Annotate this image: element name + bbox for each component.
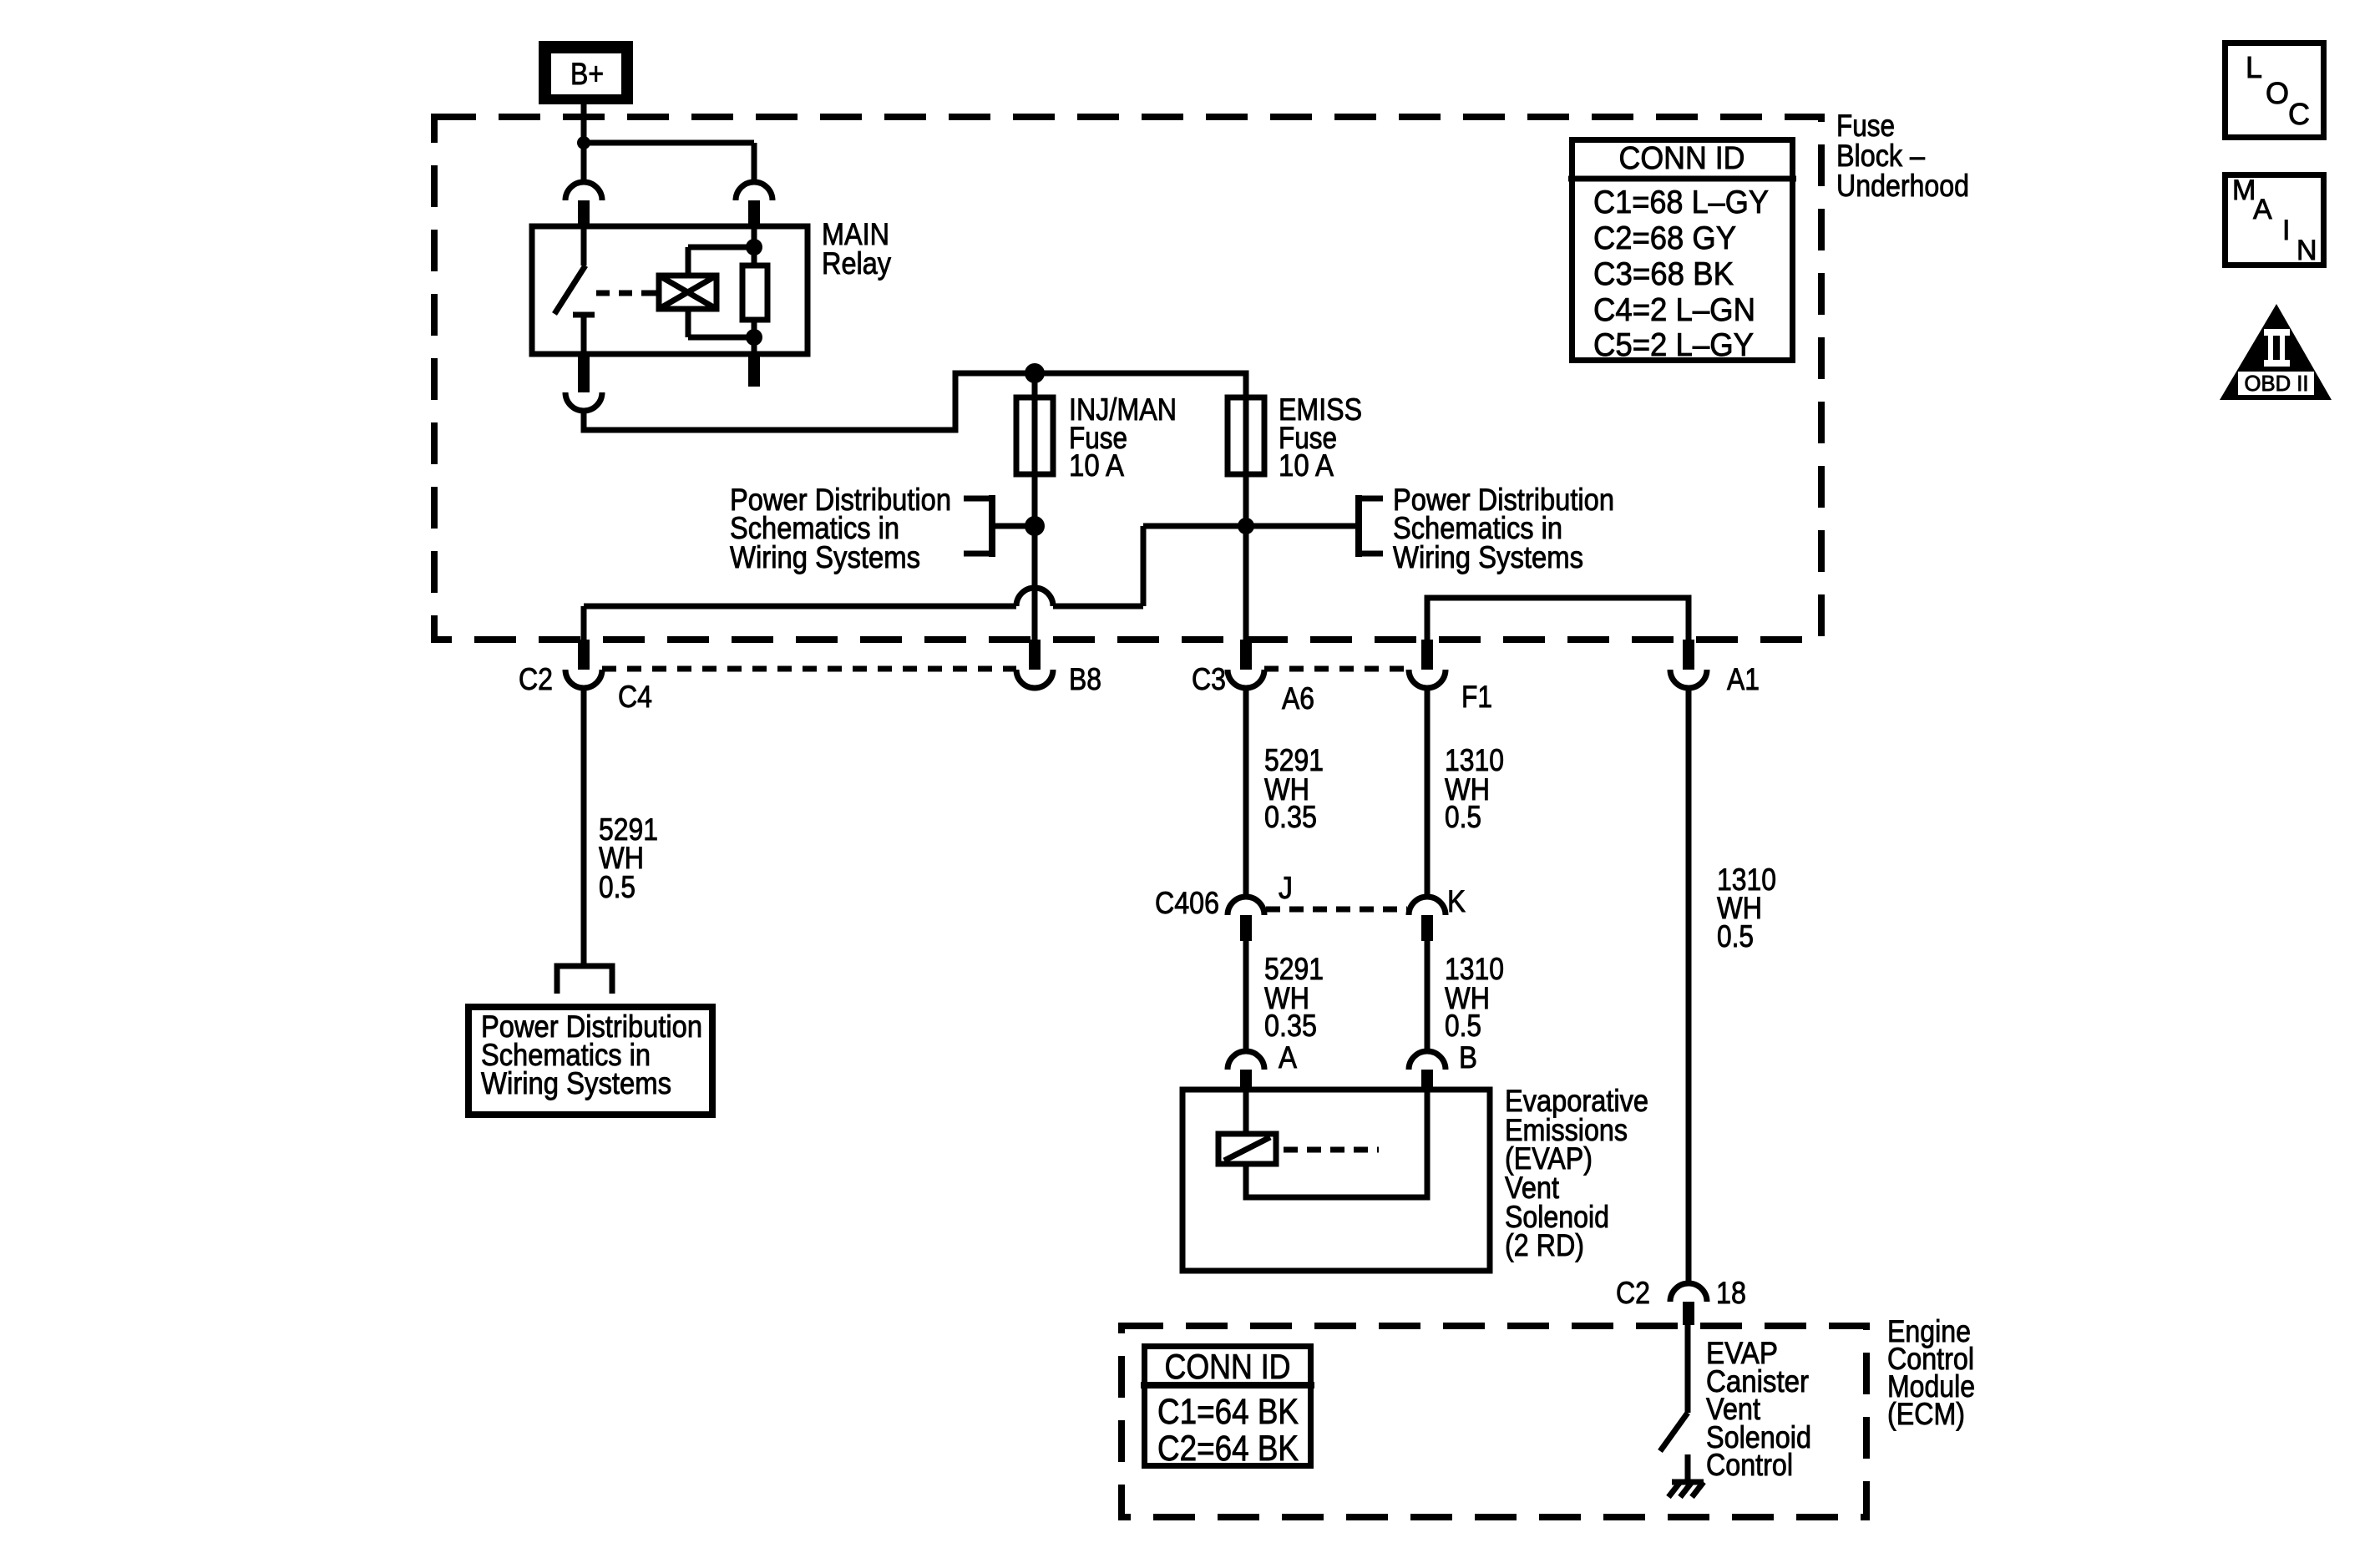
svg-text:WH: WH	[1445, 772, 1490, 807]
svg-text:Fuse: Fuse	[1279, 421, 1337, 455]
svg-text:Power Distribution: Power Distribution	[481, 1009, 702, 1044]
svg-text:Solenoid: Solenoid	[1505, 1200, 1609, 1234]
svg-text:C2: C2	[519, 662, 553, 696]
svg-text:C1=68 L–GY: C1=68 L–GY	[1593, 185, 1769, 220]
svg-text:C4=2 L–GN: C4=2 L–GN	[1593, 292, 1755, 328]
svg-text:B8: B8	[1069, 662, 1101, 696]
svg-text:Control: Control	[1706, 1448, 1793, 1482]
svg-text:Power Distribution: Power Distribution	[1393, 483, 1614, 517]
svg-text:C1=64 BK: C1=64 BK	[1157, 1392, 1299, 1432]
svg-text:18: 18	[1716, 1276, 1746, 1310]
svg-text:Vent: Vent	[1706, 1392, 1761, 1426]
svg-text:10 A: 10 A	[1069, 448, 1124, 483]
svg-text:1310: 1310	[1445, 952, 1504, 986]
svg-text:A: A	[2253, 194, 2272, 225]
svg-text:(EVAP): (EVAP)	[1505, 1141, 1593, 1176]
svg-text:EVAP: EVAP	[1706, 1336, 1778, 1370]
svg-text:(2 RD): (2 RD)	[1505, 1228, 1584, 1262]
svg-text:WH: WH	[1264, 772, 1309, 807]
svg-text:0.5: 0.5	[1717, 919, 1754, 954]
svg-text:Relay: Relay	[822, 246, 891, 281]
svg-text:Control: Control	[1887, 1342, 1974, 1376]
svg-text:Power Distribution: Power Distribution	[730, 483, 951, 517]
svg-text:A: A	[1279, 1040, 1297, 1075]
svg-text:M: M	[2232, 175, 2256, 206]
svg-text:Wiring Systems: Wiring Systems	[481, 1066, 671, 1100]
svg-text:Vent: Vent	[1505, 1171, 1560, 1205]
svg-text:B+: B+	[570, 57, 604, 91]
svg-text:N: N	[2296, 235, 2317, 266]
svg-text:INJ/MAN: INJ/MAN	[1069, 392, 1177, 427]
svg-text:F1: F1	[1461, 680, 1492, 714]
svg-text:Schematics in: Schematics in	[730, 511, 899, 545]
svg-text:0.35: 0.35	[1264, 1009, 1317, 1043]
svg-text:CONN ID: CONN ID	[1619, 141, 1745, 176]
svg-text:C4: C4	[618, 680, 652, 714]
svg-text:C406: C406	[1155, 886, 1219, 920]
svg-text:WH: WH	[1264, 981, 1309, 1015]
svg-text:J: J	[1279, 871, 1293, 905]
svg-text:A1: A1	[1727, 662, 1760, 696]
svg-text:CONN ID: CONN ID	[1165, 1347, 1291, 1386]
svg-text:Schematics in: Schematics in	[481, 1038, 651, 1072]
svg-text:MAIN: MAIN	[822, 217, 889, 251]
svg-text:0.5: 0.5	[1445, 1009, 1481, 1043]
svg-text:0.5: 0.5	[599, 870, 636, 904]
svg-text:Block –: Block –	[1836, 139, 1925, 173]
svg-text:Fuse: Fuse	[1069, 421, 1127, 455]
svg-text:Engine: Engine	[1887, 1314, 1971, 1348]
svg-text:5291: 5291	[1264, 952, 1324, 986]
svg-text:Wiring Systems: Wiring Systems	[1393, 540, 1583, 574]
svg-text:O: O	[2266, 76, 2289, 110]
svg-text:5291: 5291	[1264, 743, 1324, 777]
svg-text:WH: WH	[1445, 981, 1490, 1015]
svg-text:1310: 1310	[1445, 743, 1504, 777]
svg-text:WH: WH	[599, 841, 644, 875]
svg-text:1310: 1310	[1717, 862, 1776, 897]
svg-text:K: K	[1447, 884, 1466, 918]
svg-text:A6: A6	[1282, 681, 1314, 716]
svg-text:Wiring Systems: Wiring Systems	[730, 540, 920, 574]
svg-text:L: L	[2246, 50, 2262, 84]
svg-text:C3: C3	[1192, 662, 1226, 696]
svg-text:Evaporative: Evaporative	[1505, 1084, 1648, 1118]
svg-text:Module: Module	[1887, 1369, 1975, 1404]
svg-text:5291: 5291	[599, 812, 658, 847]
svg-text:I: I	[2282, 215, 2290, 246]
svg-text:0.5: 0.5	[1445, 800, 1481, 834]
svg-text:Canister: Canister	[1706, 1364, 1809, 1399]
svg-text:C2=64 BK: C2=64 BK	[1157, 1429, 1299, 1469]
svg-text:C3=68 BK: C3=68 BK	[1593, 256, 1734, 292]
svg-text:Fuse: Fuse	[1836, 109, 1895, 143]
svg-text:WH: WH	[1717, 891, 1762, 925]
svg-text:Underhood: Underhood	[1836, 169, 1969, 203]
svg-text:OBD II: OBD II	[2245, 371, 2309, 396]
svg-text:0.35: 0.35	[1264, 800, 1317, 834]
svg-text:Emissions: Emissions	[1505, 1113, 1628, 1147]
svg-text:Schematics in: Schematics in	[1393, 511, 1562, 545]
svg-text:Solenoid: Solenoid	[1706, 1420, 1811, 1454]
svg-text:B: B	[1459, 1040, 1477, 1075]
svg-text:C2: C2	[1616, 1276, 1650, 1310]
svg-text:C: C	[2288, 97, 2310, 131]
svg-text:10 A: 10 A	[1279, 448, 1334, 483]
svg-text:EMISS: EMISS	[1279, 392, 1362, 427]
svg-text:C2=68 GY: C2=68 GY	[1593, 220, 1736, 256]
svg-text:(ECM): (ECM)	[1887, 1397, 1965, 1431]
svg-text:C5=2 L–GY: C5=2 L–GY	[1593, 327, 1754, 363]
